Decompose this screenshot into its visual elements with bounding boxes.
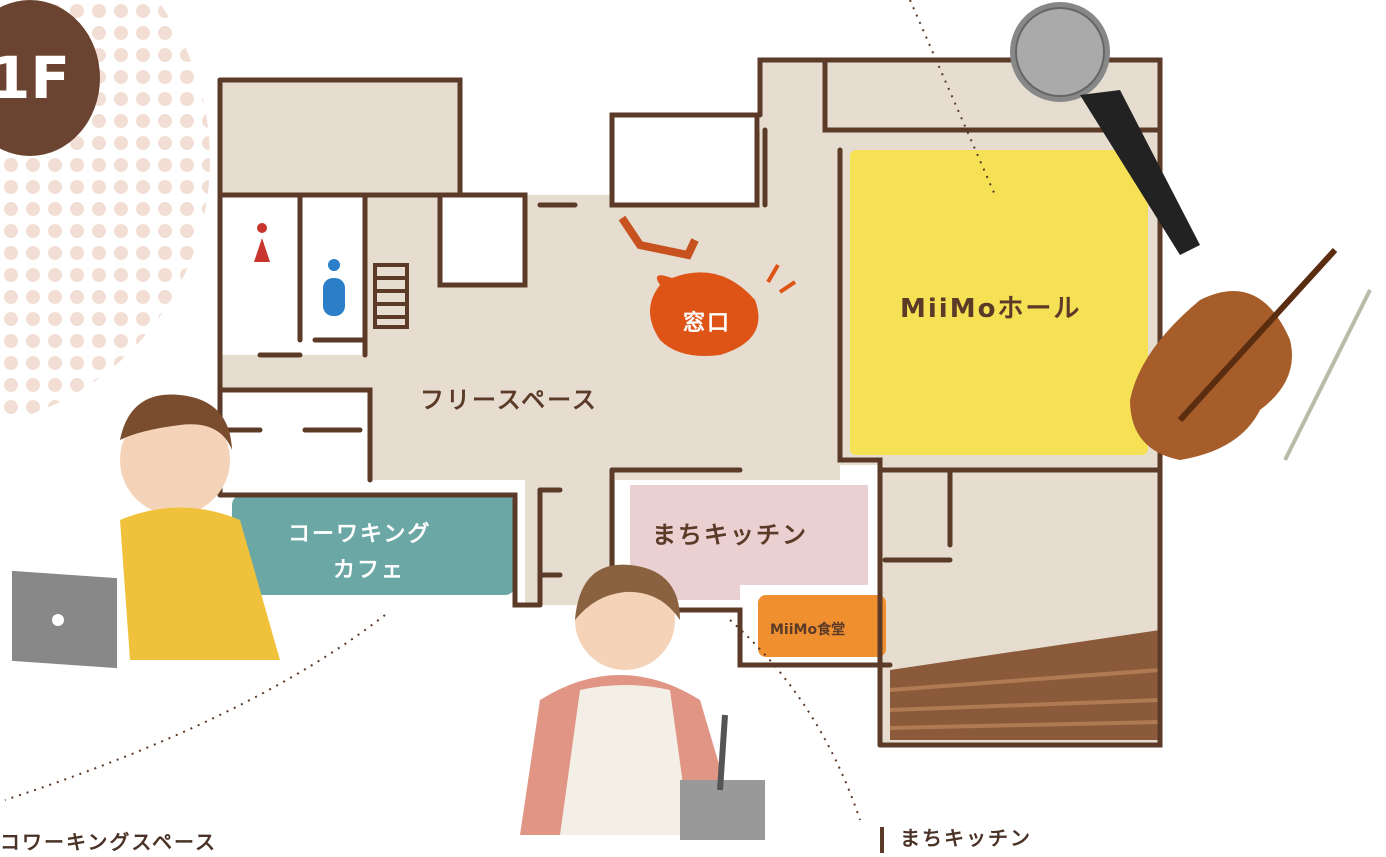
dining-label: MiiMo食堂	[770, 622, 846, 638]
counter-desk	[618, 215, 699, 260]
toilet-female-icon	[254, 223, 270, 262]
speech-bubble-icon	[650, 263, 797, 356]
small-room	[437, 192, 528, 288]
hall-zone	[850, 150, 1148, 455]
coworking-label-1: コーワキング	[288, 522, 432, 547]
window-counter-label: 窓口	[683, 311, 732, 336]
coworking-label-2: カフェ	[333, 558, 406, 583]
violin-icon	[1130, 247, 1372, 461]
caption-bar	[880, 826, 884, 853]
caption-machi-kitchen-text: まちキッチン	[900, 826, 1032, 850]
toilet-area	[222, 195, 367, 355]
kitchen-zone	[630, 485, 868, 600]
hall-stage	[889, 630, 1161, 740]
storage-room	[609, 112, 760, 208]
free-space-label: フリースペース	[420, 386, 598, 414]
coworking-zone	[232, 495, 515, 595]
walls	[217, 57, 1163, 748]
laptop-person-icon	[12, 394, 280, 669]
kitchen-label: まちキッチン	[652, 521, 808, 549]
caption-machi-kitchen: まちキッチン	[880, 822, 1032, 853]
dining-zone	[758, 595, 886, 657]
cooking-person-icon	[520, 564, 765, 840]
leader-lines	[4, 0, 996, 821]
caption-coworking-space: コワーキングスペース	[0, 830, 217, 854]
hall-label: MiiMoホール	[900, 294, 1082, 324]
stairs-icon	[373, 263, 409, 329]
microphone-icon	[1010, 2, 1200, 255]
side-room	[222, 390, 372, 485]
toilet-male-icon	[323, 259, 345, 316]
